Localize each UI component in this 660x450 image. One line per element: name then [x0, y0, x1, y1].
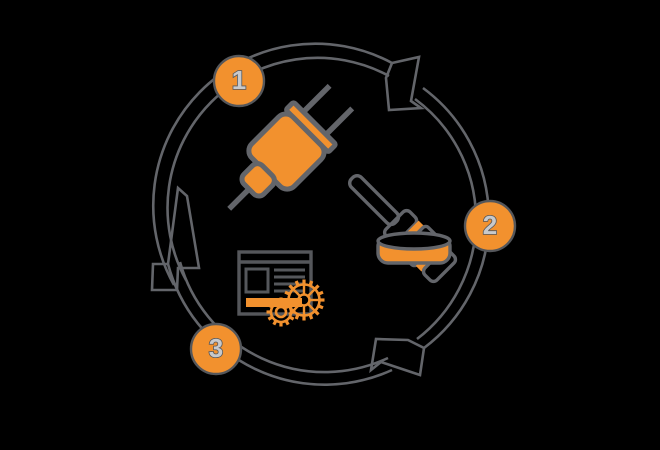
cycle-arrow-top-inner-arc — [166, 56, 390, 281]
gavel-sound-block — [376, 231, 452, 265]
gear-small — [266, 297, 296, 327]
gavel-handle — [347, 173, 401, 227]
step-badge-3[interactable]: 3 — [189, 322, 243, 376]
plug-collar — [239, 161, 277, 199]
cycle-arrow-left-outer-arc — [166, 263, 393, 386]
document-image-box — [244, 267, 270, 294]
cycle-arrow-left-inner-arc — [178, 261, 389, 374]
step-badge-2[interactable]: 2 — [463, 199, 517, 253]
gear-large — [283, 279, 325, 321]
step-badge-3-circle[interactable] — [189, 322, 243, 376]
step-badge-2-number: 2 — [483, 210, 497, 240]
gear-large-spokes — [288, 284, 320, 316]
cycle-arrow-right-head — [369, 337, 426, 377]
step-badge-1-number: 1 — [232, 65, 246, 95]
cycle-arrow-top-outer-arc — [151, 42, 393, 286]
gear-small-teeth — [266, 297, 296, 327]
document-text-lines — [274, 268, 305, 293]
gear-small-hub — [274, 305, 288, 319]
cycle-arrow-top — [151, 42, 425, 286]
step-badge-2-circle[interactable] — [463, 199, 517, 253]
gear-large-teeth — [283, 279, 325, 321]
step-badge-1[interactable]: 1 — [212, 54, 266, 108]
step-badge-1-circle[interactable] — [212, 54, 266, 108]
cycle-arrow-left-head — [150, 185, 201, 292]
plug-cable — [227, 187, 251, 211]
step-badge-3-number: 3 — [209, 333, 223, 363]
cycle-arrow-left — [150, 185, 393, 386]
gavel-icon — [347, 173, 458, 284]
gavel-block-top — [376, 231, 452, 251]
cycle-arrow-top-head — [384, 55, 425, 112]
document-gears-icon — [237, 250, 325, 327]
power-plug-icon — [227, 83, 355, 211]
